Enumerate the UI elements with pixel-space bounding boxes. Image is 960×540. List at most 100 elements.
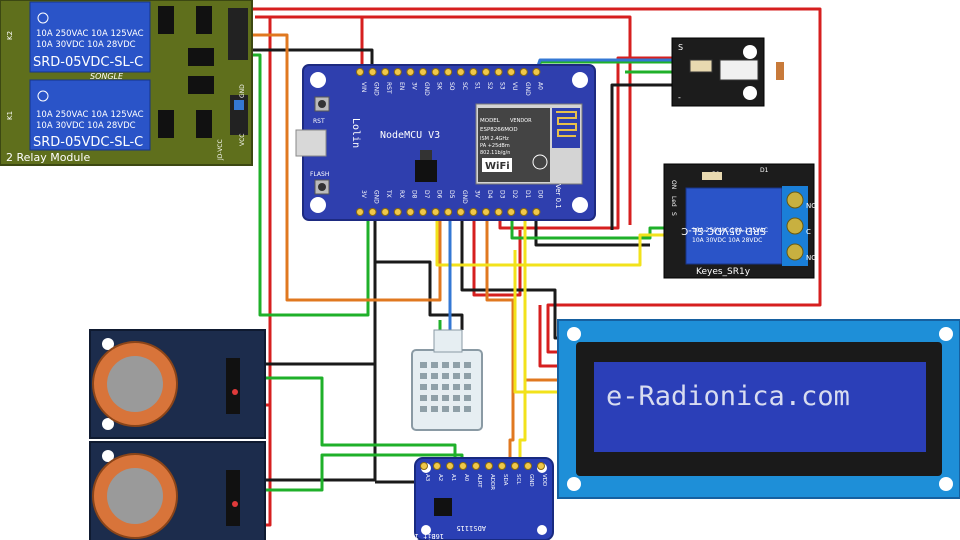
header-pin xyxy=(498,462,506,470)
esp-line-3: 802.11b/g/n xyxy=(480,150,510,156)
mount-hole xyxy=(743,45,757,59)
top-pin-label: SO xyxy=(448,82,455,91)
grille-slot xyxy=(431,362,438,368)
mount-hole xyxy=(567,327,581,341)
cqc-logo-icon xyxy=(37,12,49,24)
sensor-module: S - xyxy=(671,37,784,107)
grille-slot xyxy=(442,406,449,412)
terminal-screw-icon xyxy=(786,243,804,261)
header-pin xyxy=(356,68,364,76)
sensor-pin-s: S xyxy=(678,43,683,52)
top-pin-label: S2 xyxy=(486,82,493,90)
flash-label: FLASH xyxy=(310,171,329,178)
relay-k2 xyxy=(29,1,151,73)
rst-label: RST xyxy=(313,118,325,125)
lcd-screen xyxy=(594,362,926,452)
bottom-pin-label: D4 xyxy=(486,190,493,199)
wire-red-vin xyxy=(360,15,632,225)
ads-pin-label: A3 xyxy=(424,474,430,482)
esp-model-label: MODEL xyxy=(480,118,501,124)
header-pin xyxy=(472,462,480,470)
top-pin-label: EN xyxy=(398,82,405,90)
grille-slot xyxy=(420,384,427,390)
grille-slot xyxy=(453,384,460,390)
mount-hole xyxy=(421,525,431,535)
relay-brand: SONGLE xyxy=(90,72,124,81)
relay-transistor xyxy=(188,76,214,94)
ads-pin-label: VDD xyxy=(541,474,547,486)
top-pin-label: SK xyxy=(436,82,443,91)
grille-slot xyxy=(431,395,438,401)
relay-diode xyxy=(196,6,212,34)
gas-sensor-header xyxy=(226,358,240,414)
grille-slot xyxy=(464,406,471,412)
bottom-pin-label: 3V xyxy=(473,190,480,199)
ads-chip-label: ADS1115 xyxy=(456,524,486,532)
grille-slot xyxy=(464,362,471,368)
relay-k2-rating-1: 10A 250VAC 10A 125VAC xyxy=(36,29,144,39)
grille-slot xyxy=(464,384,471,390)
nodemcu-board: RST FLASH Lolin NodeMCU V3 MODEL ESP8266… xyxy=(295,64,596,221)
ads-title: 16Bit I2C ADC+PGA xyxy=(372,532,444,540)
grille-slot xyxy=(453,362,460,368)
relay-k1 xyxy=(29,79,151,151)
top-pin-label: RST xyxy=(385,82,392,94)
relay-led-label-on: ON xyxy=(670,180,677,189)
top-pin-label: S3 xyxy=(499,82,506,90)
sensor-pin-minus: - xyxy=(678,93,681,102)
esp-vendor: VENDOR xyxy=(510,118,532,124)
top-pin-label: 3V xyxy=(410,82,417,91)
mount-hole xyxy=(572,72,588,88)
mount-hole xyxy=(102,338,114,350)
header-pin xyxy=(356,208,364,216)
relay-k2-model: SRD-05VDC-SL-C xyxy=(33,55,143,70)
header-pin xyxy=(524,462,532,470)
terminal-screw-icon xyxy=(786,191,804,209)
header-pin xyxy=(419,68,427,76)
gas-sensor-1 xyxy=(89,329,266,439)
bottom-pin-label: D2 xyxy=(511,190,518,199)
header-pin xyxy=(381,68,390,76)
mount-hole xyxy=(939,477,953,491)
top-pin-label: GND xyxy=(373,82,380,96)
bottom-pin-label: TX xyxy=(385,189,392,198)
top-pin-label: GND xyxy=(524,82,531,96)
header-pin xyxy=(431,208,440,216)
header-pin xyxy=(511,462,519,470)
sensor-resistor xyxy=(689,59,713,73)
single-relay-model: SRD-05VDC-SL-C xyxy=(681,225,766,236)
header-pin xyxy=(420,462,428,470)
bottom-pin-label: 3V xyxy=(360,190,367,199)
wire-yellow-lcd xyxy=(513,250,573,394)
relay-pin-gnd: GND xyxy=(239,84,246,98)
bottom-pin-label: D0 xyxy=(536,190,543,199)
wire-black-gnd xyxy=(240,48,374,70)
grille-slot xyxy=(431,384,438,390)
usb-port xyxy=(295,129,327,157)
relay-d1-label: D1 xyxy=(760,167,769,174)
header-pin xyxy=(406,208,415,216)
single-relay-module: SRD-05VDC-SL-C 10A 250VAC 10A 125VAC 10A… xyxy=(663,163,817,279)
relay-pin-vcc: VCC xyxy=(239,134,246,146)
top-pin-label: A0 xyxy=(536,82,543,90)
terminal-no: NO xyxy=(806,254,817,262)
mount-hole xyxy=(102,450,114,462)
mount-hole xyxy=(743,86,757,100)
flash-button-cap-icon xyxy=(318,183,326,191)
bottom-pin-label: D5 xyxy=(448,190,455,199)
gas-sensor-header xyxy=(226,470,240,526)
grille-slot xyxy=(420,406,427,412)
board-title: NodeMCU V3 xyxy=(380,130,440,141)
relay-diode xyxy=(158,110,174,138)
esp-line-2: PA +25dBm xyxy=(480,143,510,149)
grille-slot xyxy=(442,384,449,390)
header-pin xyxy=(444,68,453,76)
wire-red-3v xyxy=(472,205,522,297)
header-pin xyxy=(459,462,467,470)
single-relay-rating-1: 10A 250VAC 10A 125VAC xyxy=(692,227,768,234)
wifi-logo xyxy=(482,158,512,172)
relay-k1-rating-1: 10A 250VAC 10A 125VAC xyxy=(36,110,144,120)
header-pin xyxy=(507,68,516,76)
